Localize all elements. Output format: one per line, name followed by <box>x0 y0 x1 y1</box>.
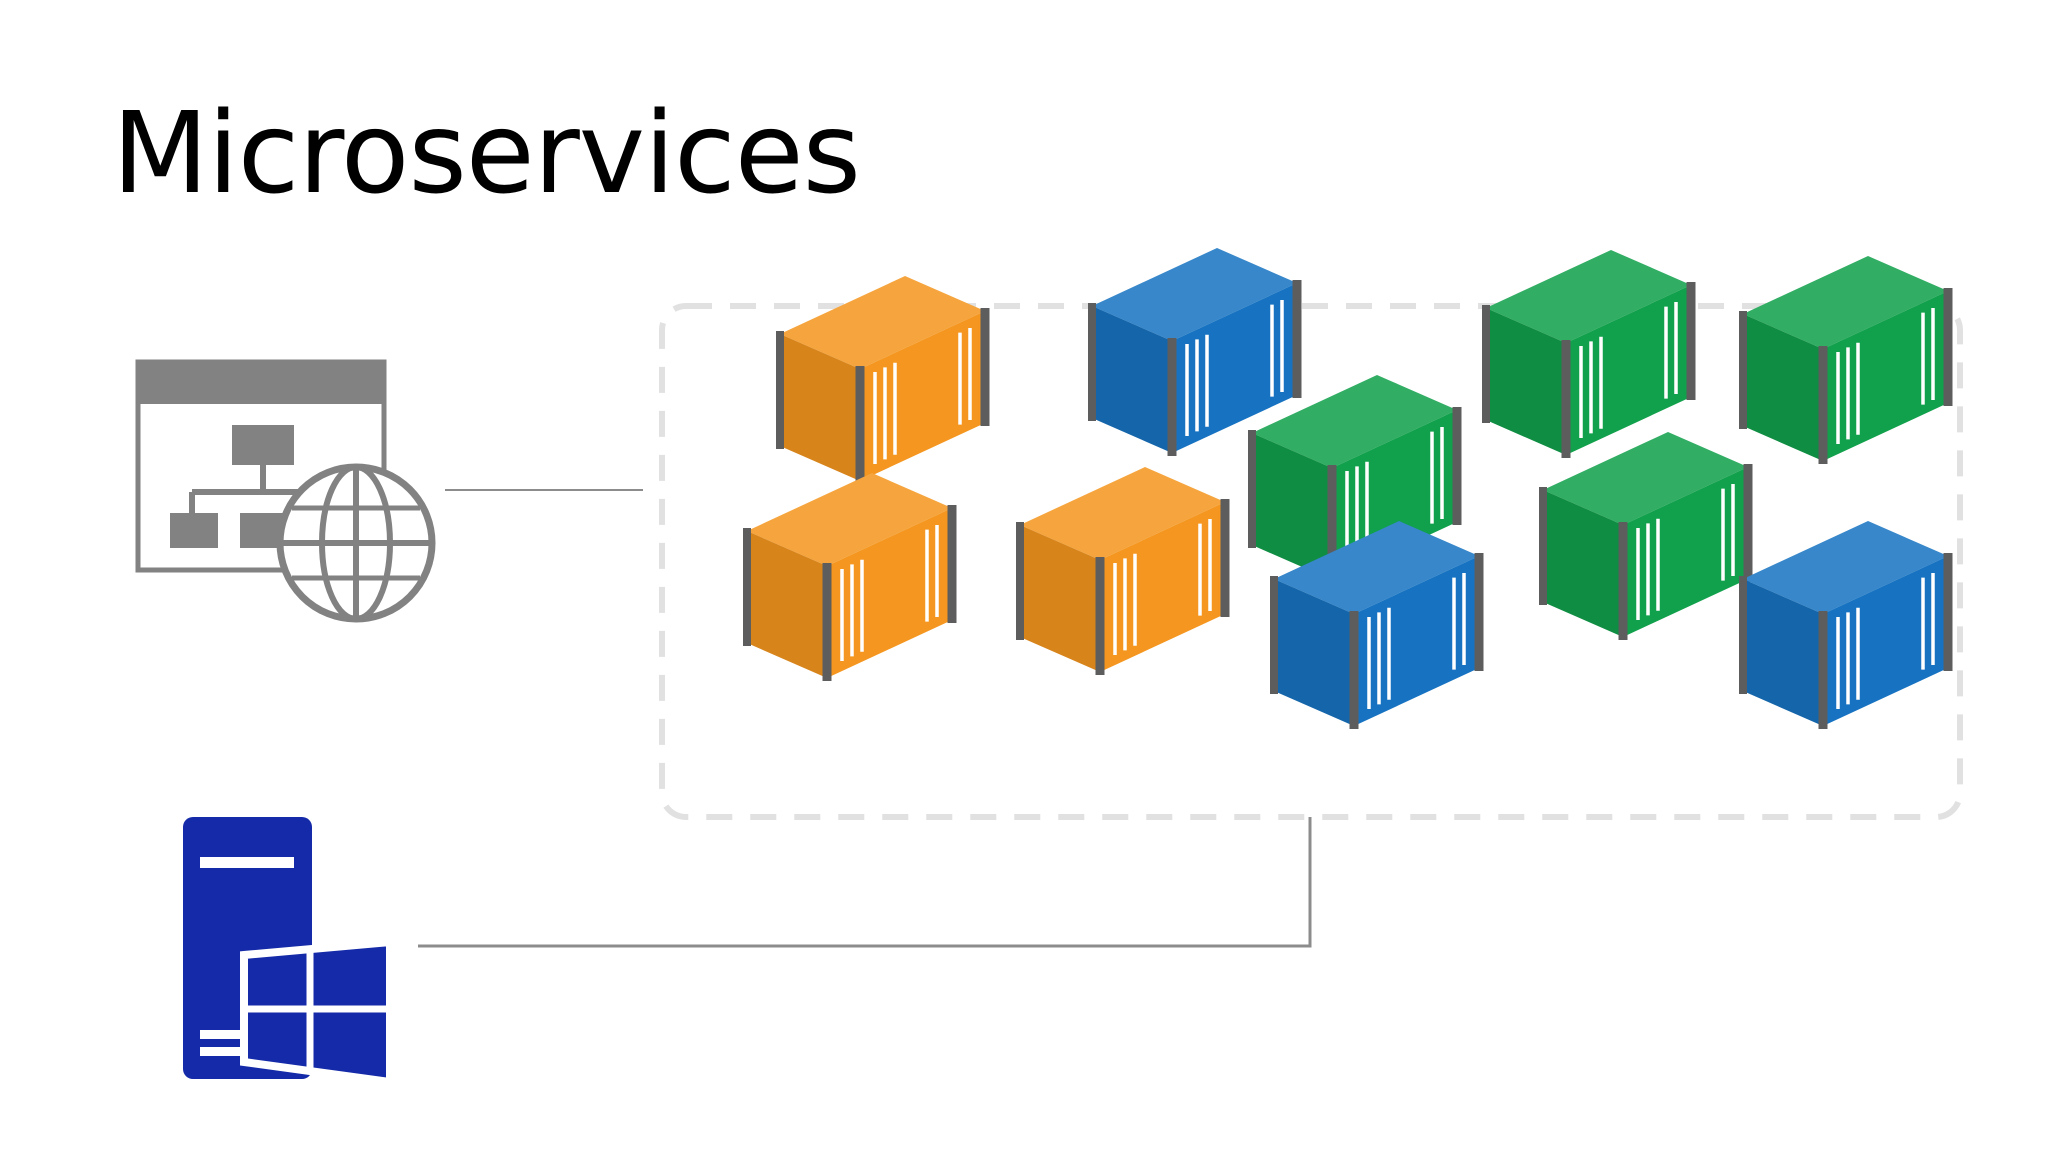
container-corner-post <box>855 366 865 484</box>
container-side <box>1274 579 1354 726</box>
web-application-globe-icon <box>135 359 436 623</box>
container-door-stripes <box>1113 518 1212 656</box>
container-corner-post <box>1452 407 1462 525</box>
container-front <box>1172 283 1297 453</box>
container-corner-post <box>1818 611 1828 729</box>
container-door-stripes <box>1636 483 1735 621</box>
container-corner-post <box>822 563 832 681</box>
container-top <box>780 276 985 369</box>
container-front <box>1566 285 1691 455</box>
server-connector-line <box>418 817 1312 948</box>
container-top <box>1020 467 1225 560</box>
container-corner-post <box>776 331 784 449</box>
container-corner-post <box>1220 499 1230 617</box>
container-door-stripes <box>1836 307 1935 445</box>
container-corner-post <box>1327 465 1337 583</box>
container-door-stripes <box>1579 301 1678 439</box>
containers-group <box>743 248 1953 729</box>
container-front <box>1332 410 1457 580</box>
shipping-container-orange <box>743 473 957 681</box>
container-door-stripes <box>840 524 939 662</box>
container-top <box>1743 256 1948 349</box>
shipping-container-green <box>1739 256 1953 464</box>
container-corner-post <box>1539 487 1547 605</box>
container-front <box>1823 291 1948 461</box>
container-corner-post <box>1818 346 1828 464</box>
container-corner-post <box>1739 576 1747 694</box>
container-cluster-boundary <box>659 303 1963 820</box>
container-top <box>1743 521 1948 614</box>
container-top <box>747 473 952 566</box>
container-corner-post <box>1943 553 1953 671</box>
container-corner-post <box>947 505 957 623</box>
container-side <box>780 334 860 481</box>
container-corner-post <box>1686 282 1696 400</box>
shipping-container-green <box>1539 432 1753 640</box>
container-top <box>1092 248 1297 341</box>
shipping-container-blue <box>1088 248 1302 456</box>
container-side <box>1743 314 1823 461</box>
container-corner-post <box>1482 305 1490 423</box>
container-front <box>1823 556 1948 726</box>
shipping-container-blue <box>1270 521 1484 729</box>
container-top <box>1274 521 1479 614</box>
container-door-stripes <box>873 327 972 465</box>
shipping-container-blue <box>1739 521 1953 729</box>
container-door-stripes <box>1367 572 1466 710</box>
container-door-stripes <box>1836 572 1935 710</box>
container-side <box>747 531 827 678</box>
container-corner-post <box>1474 553 1484 671</box>
slide-title: Microservices <box>112 89 861 219</box>
container-front <box>1100 502 1225 672</box>
container-front <box>860 311 985 481</box>
container-side <box>1543 490 1623 637</box>
container-top <box>1543 432 1748 525</box>
container-front <box>1354 556 1479 726</box>
container-corner-post <box>1561 340 1571 458</box>
container-door-stripes <box>1185 299 1284 437</box>
container-top <box>1486 250 1691 343</box>
container-front <box>827 508 952 678</box>
windows-server-icon <box>183 817 394 1087</box>
container-side <box>1020 525 1100 672</box>
container-corner-post <box>1167 338 1177 456</box>
container-corner-post <box>743 528 751 646</box>
container-corner-post <box>1088 303 1096 421</box>
container-corner-post <box>1292 280 1302 398</box>
container-corner-post <box>1618 522 1628 640</box>
container-side <box>1092 306 1172 453</box>
container-corner-post <box>1349 611 1359 729</box>
container-top <box>1252 375 1457 468</box>
container-side <box>1743 579 1823 726</box>
shipping-container-green <box>1482 250 1696 458</box>
shipping-container-orange <box>776 276 990 484</box>
container-corner-post <box>980 308 990 426</box>
container-side <box>1486 308 1566 455</box>
container-corner-post <box>1095 557 1105 675</box>
container-corner-post <box>1248 430 1256 548</box>
container-front <box>1623 467 1748 637</box>
container-corner-post <box>1270 576 1278 694</box>
container-corner-post <box>1943 288 1953 406</box>
container-corner-post <box>1016 522 1024 640</box>
container-corner-post <box>1739 311 1747 429</box>
container-corner-post <box>1743 464 1753 582</box>
shipping-container-orange <box>1016 467 1230 675</box>
container-side <box>1252 433 1332 580</box>
shipping-container-green <box>1248 375 1462 583</box>
